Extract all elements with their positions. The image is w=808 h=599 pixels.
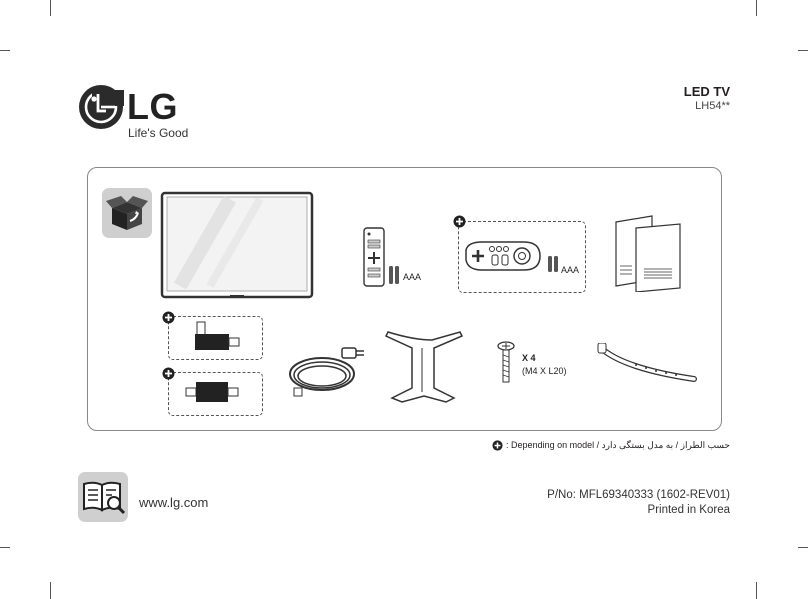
tv-illustration: [160, 191, 315, 306]
optional-plus-icon: [492, 440, 503, 451]
screw-count: X 4: [522, 353, 536, 363]
contents-panel: [87, 167, 722, 431]
tv-stand: [384, 326, 464, 411]
printed-in: Printed in Korea: [647, 504, 730, 516]
legend-text: : Depending on model / حسب الطراز / به م…: [506, 440, 730, 450]
optional-plus-icon: [453, 215, 466, 233]
power-cord: [284, 344, 370, 405]
box-contents-tile: [102, 188, 152, 238]
crop-mark: [0, 547, 10, 548]
brand-name: LG: [127, 86, 178, 127]
crop-mark: [0, 50, 10, 51]
screw-illustration: [496, 341, 516, 391]
manual-booklets: [612, 214, 687, 297]
optional-remote-frame: [458, 221, 586, 293]
tagline: Life's Good: [128, 126, 189, 140]
website-link[interactable]: www.lg.com: [139, 495, 209, 510]
cable-holder: [596, 342, 700, 390]
manual-book-icon: [83, 481, 126, 515]
adapter-cable-2: [184, 378, 244, 413]
magic-remote-battery-label: AAA: [561, 265, 580, 275]
optional-adapter-frame-2: [168, 372, 263, 416]
lg-logo: [78, 84, 124, 135]
remote-control: [362, 226, 402, 293]
crop-mark: [50, 582, 51, 599]
crop-mark: [798, 50, 808, 51]
crop-mark: [798, 547, 808, 548]
optional-plus-icon: [162, 311, 175, 329]
remote-battery-label: AAA: [403, 272, 422, 282]
screw-spec: (M4 X L20): [522, 366, 567, 376]
crop-mark: [756, 0, 757, 16]
lg-logo-icon: [79, 85, 124, 129]
crop-mark: [756, 582, 757, 599]
optional-legend: : Depending on model / حسب الطراز / به م…: [492, 440, 730, 451]
magic-remote: [462, 238, 572, 281]
product-title: LED TV: [683, 84, 730, 99]
optional-adapter-frame-1: [168, 316, 263, 360]
manual-tile: [78, 472, 128, 522]
product-model: LH54**: [695, 100, 730, 112]
part-number: P/No: MFL69340333 (1602-REV01): [547, 489, 730, 501]
optional-plus-icon: [162, 367, 175, 385]
box-contents-icon: [106, 196, 148, 230]
adapter-cable-1: [193, 320, 243, 359]
crop-mark: [50, 0, 51, 16]
